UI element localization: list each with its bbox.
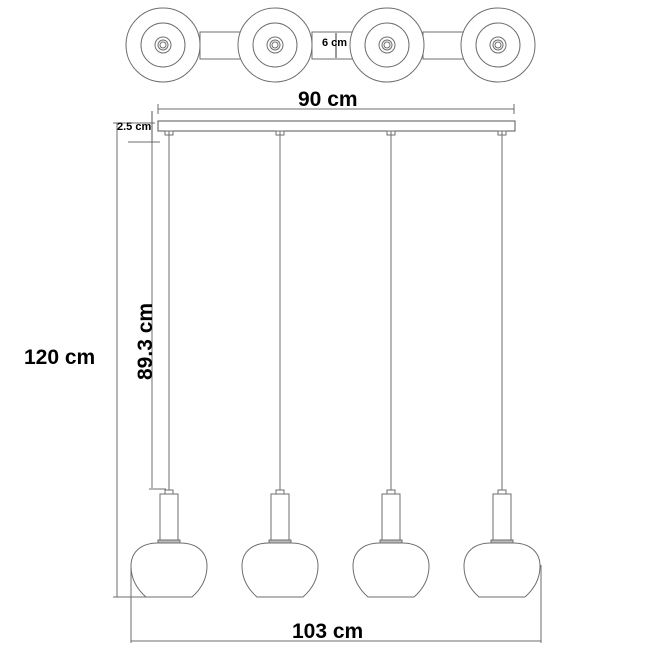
top-view [125, 7, 536, 83]
pendant-2 [241, 130, 319, 598]
canopy-top-4 [460, 7, 536, 83]
canopy-height-label: 2.5 cm [117, 121, 152, 133]
canopy-length-label: 90 cm [298, 88, 358, 111]
pendant-3 [352, 130, 430, 598]
total-width-label: 103 cm [292, 620, 364, 643]
total-height-label: 120 cm [24, 346, 96, 369]
pendant-1 [130, 130, 208, 598]
connector-width-label: 6 cm [322, 37, 348, 49]
canopy-top-1 [125, 7, 201, 83]
canopy-bar [157, 120, 516, 132]
cable-length-label: 89.3 cm [134, 302, 157, 380]
canopy-top-3 [349, 7, 425, 83]
canopy-top-2 [237, 7, 313, 83]
pendant-4 [463, 130, 541, 598]
front-view [113, 104, 542, 643]
